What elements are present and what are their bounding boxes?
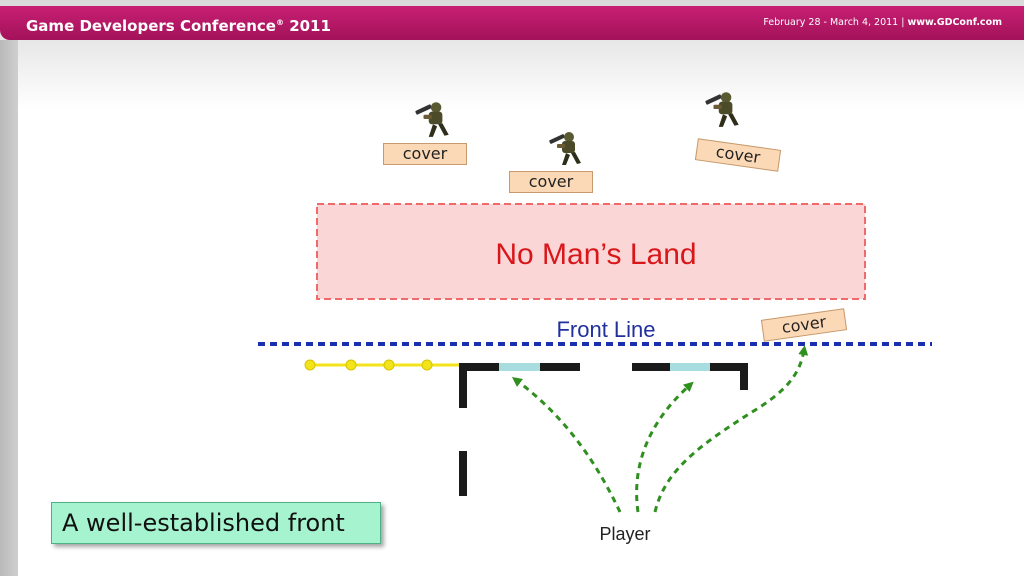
conference-date-url: February 28 - March 4, 2011|www.GDConf.c… <box>763 6 1002 40</box>
header-bar: Game Developers Conference® 2011 Februar… <box>0 6 1024 40</box>
slide-caption: A well-established front <box>51 502 381 544</box>
player-label: Player <box>599 524 650 544</box>
header-separator: | <box>901 17 905 28</box>
player-paths <box>511 345 809 513</box>
soldier-icon <box>548 132 581 165</box>
soldier-icon <box>414 102 449 137</box>
conference-title: Game Developers Conference® 2011 <box>26 6 331 40</box>
no-mans-land-zone <box>316 203 866 300</box>
conference-url[interactable]: www.GDConf.com <box>907 17 1002 28</box>
registered-mark: ® <box>275 18 284 27</box>
cover-box: cover <box>383 143 467 165</box>
no-mans-land-label: No Man’s Land <box>495 238 696 271</box>
conference-year: 2011 <box>289 17 331 35</box>
soldier-icon <box>704 92 739 127</box>
front-line-label: Front Line <box>556 317 655 342</box>
conference-name: Game Developers Conference <box>26 17 276 35</box>
cover-box: cover <box>509 171 593 193</box>
left-accent-bar <box>0 40 18 576</box>
building-walls <box>459 363 748 496</box>
conference-date: February 28 - March 4, 2011 <box>763 17 899 28</box>
building-windows <box>499 363 710 371</box>
yellow-rail <box>304 359 460 371</box>
